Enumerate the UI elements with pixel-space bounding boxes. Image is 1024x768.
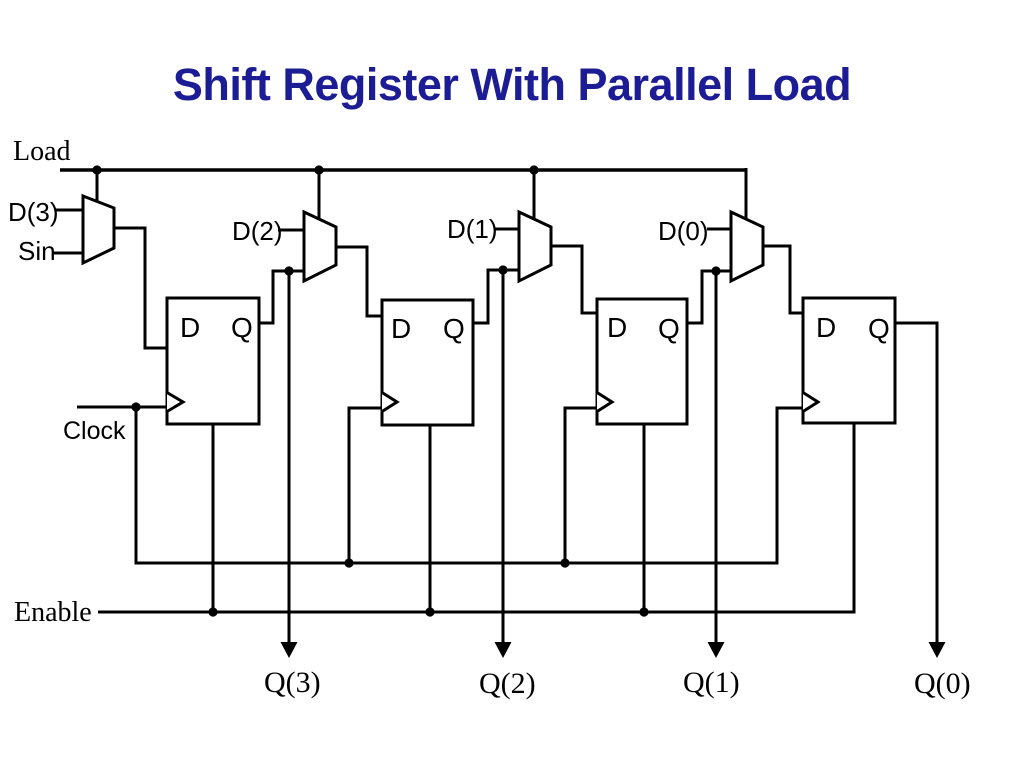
ff-q-label: Q: [231, 312, 253, 343]
flip-flops: D Q D Q D Q D Q: [165, 296, 897, 427]
ff-d-label: D: [816, 312, 836, 343]
label-q0: Q(0): [914, 667, 971, 700]
junction-dot: [498, 265, 508, 275]
output-arrows: [280, 642, 946, 658]
ff-q-label: Q: [443, 313, 465, 344]
wire-enable-distribution: [98, 424, 856, 614]
wire-mux-to-ff-bit2: [335, 245, 383, 318]
label-d3: D(3): [8, 197, 59, 227]
label-sin: Sin: [18, 236, 56, 266]
label-load: Load: [13, 136, 71, 167]
ff-q-label: Q: [658, 313, 680, 344]
wire-q0-output: [894, 321, 939, 644]
mux-bit3: [81, 193, 116, 266]
label-q3: Q(3): [264, 666, 321, 699]
page-title: Shift Register With Parallel Load: [172, 59, 852, 110]
junction-dot: [344, 558, 354, 568]
ff-q-label: Q: [868, 313, 890, 344]
label-d2: D(2): [232, 216, 283, 246]
clock-triangle-icon: [802, 391, 821, 413]
junction-dot: [560, 558, 570, 568]
mux-bit2: [302, 209, 338, 284]
wire-clock-riser-bit2: [347, 406, 383, 563]
arrow-down-icon: [280, 642, 298, 658]
label-q2: Q(2): [479, 667, 536, 700]
wire-q2-to-mux-bit1: [472, 268, 520, 325]
mux-bit0: [729, 209, 765, 284]
label-enable: Enable: [14, 597, 92, 628]
junction-dot: [639, 607, 649, 617]
ff-d-label: D: [391, 313, 411, 344]
wire-q1-to-mux-bit0: [686, 269, 732, 325]
wire-mux-to-ff-bit1: [550, 244, 598, 315]
wire-clock-distribution: [134, 406, 804, 565]
clock-triangle-icon: [166, 391, 186, 413]
junction-dot: [131, 402, 141, 412]
flip-flop-bit2: D Q: [380, 298, 475, 427]
clock-triangle-icon: [381, 391, 400, 413]
wire-mux-to-ff-bit0: [762, 244, 804, 315]
junction-dot: [314, 165, 324, 175]
label-clock: Clock: [63, 417, 126, 445]
label-d0: D(0): [658, 216, 709, 246]
junction-dot: [92, 165, 102, 175]
flip-flop-bit2-body: [380, 298, 475, 427]
arrow-down-icon: [928, 642, 946, 658]
ff-d-label: D: [180, 312, 200, 343]
clock-triangle-icon: [596, 391, 615, 413]
junction-dot: [284, 266, 294, 276]
label-q1: Q(1): [683, 666, 740, 699]
junction-dot: [711, 266, 721, 276]
junction-dot: [529, 165, 539, 175]
flip-flop-bit3: D Q: [165, 296, 261, 426]
arrow-down-icon: [707, 642, 725, 658]
label-d1: D(1): [447, 214, 498, 244]
wire-clock-riser-bit1: [563, 406, 598, 563]
signal-labels: Load D(3) Sin D(2) D(1) D(0) Clock Enabl…: [8, 136, 971, 700]
flip-flop-bit0: D Q: [801, 296, 897, 425]
junction-dot: [208, 607, 218, 617]
junction-dot: [425, 607, 435, 617]
wire-q3-to-mux-bit2: [258, 269, 305, 325]
arrow-down-icon: [494, 642, 512, 658]
wires: [53, 168, 939, 644]
wire-mux-to-ff-bit3: [113, 226, 168, 350]
mux-bit1: [517, 209, 553, 284]
ff-d-label: D: [607, 312, 627, 343]
junction-dots: [92, 165, 721, 617]
flip-flop-bit1: D Q: [595, 297, 689, 426]
multiplexers: [81, 193, 765, 284]
